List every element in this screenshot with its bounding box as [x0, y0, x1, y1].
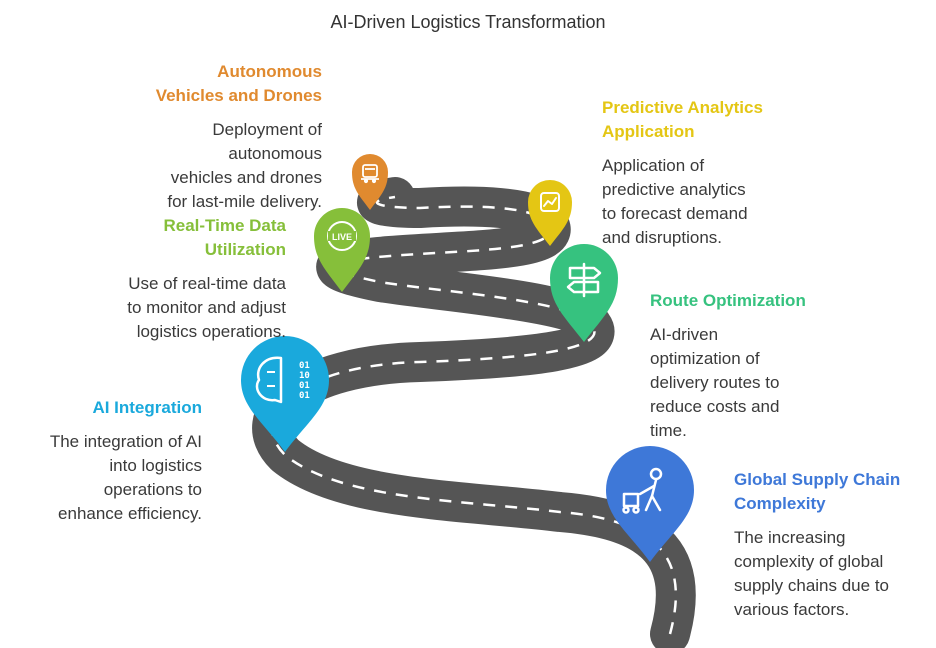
stage-predictive-analytics: Predictive Analytics Application Applica…: [602, 96, 832, 250]
heading-line: Route Optimization: [650, 291, 806, 310]
stage-autonomous-vehicles: Autonomous Vehicles and Drones Deploymen…: [62, 60, 322, 214]
description-line: AI-driven: [650, 325, 719, 344]
heading-line: Vehicles and Drones: [155, 86, 322, 105]
description-line: time.: [650, 421, 687, 440]
description-line: to forecast demand: [602, 204, 748, 223]
description-line: logistics operations.: [136, 322, 286, 341]
description-line: various factors.: [734, 600, 850, 619]
stage-real-time-data: Real-Time Data Utilization Use of real-t…: [26, 214, 286, 344]
pin-autonomous-vehicles: [352, 154, 388, 210]
description-line: to monitor and adjust: [127, 298, 286, 317]
heading-line: Predictive Analytics: [602, 98, 763, 117]
pin-ai-integration: 01 10 01 01: [241, 336, 329, 452]
description-line: Application of: [602, 156, 705, 175]
heading-line: Real-Time Data: [163, 216, 286, 235]
description-line: enhance efficiency.: [58, 504, 202, 523]
stage-description: AI-driven optimization of delivery route…: [650, 323, 870, 443]
description-line: operations to: [103, 480, 202, 499]
description-line: autonomous: [228, 144, 322, 163]
stage-description: Use of real-time data to monitor and adj…: [26, 272, 286, 344]
stage-heading: Global Supply Chain Complexity: [734, 468, 930, 516]
pin-shape: [352, 154, 388, 210]
title: AI-Driven Logistics Transformation: [330, 12, 606, 32]
stage-heading: AI Integration: [2, 396, 202, 420]
person-with-cart-icon: [622, 467, 663, 514]
pin-predictive-analytics: [528, 180, 572, 246]
stage-heading: Real-Time Data Utilization: [26, 214, 286, 262]
pin-shape: [606, 446, 694, 562]
stage-ai-integration: AI Integration The integration of AI int…: [2, 396, 202, 526]
pin-route-optimization: [550, 244, 618, 342]
signpost-icon: [566, 262, 602, 298]
description-line: optimization of: [650, 349, 760, 368]
autonomous-vehicle-icon: [361, 164, 379, 184]
stage-description: The increasing complexity of global supp…: [734, 526, 930, 622]
description-line: for last-mile delivery.: [167, 192, 322, 211]
pin-real-time-data: LIVE: [314, 208, 370, 292]
description-line: The increasing: [734, 528, 846, 547]
stage-description: Application of predictive analytics to f…: [602, 154, 832, 250]
description-line: delivery routes to: [650, 373, 780, 392]
live-globe-icon: LIVE: [327, 221, 357, 251]
pin-shape: [528, 180, 572, 246]
brain-binary-icon: 01 10 01 01: [255, 356, 310, 404]
stage-description: Deployment of autonomous vehicles and dr…: [62, 118, 322, 214]
heading-line: Global Supply Chain: [734, 470, 901, 489]
heading-line: Autonomous: [217, 62, 322, 81]
description-line: into logistics: [109, 456, 202, 475]
description-line: and disruptions.: [602, 228, 723, 247]
description-line: vehicles and drones: [170, 168, 322, 187]
stage-route-optimization: Route Optimization AI-driven optimizatio…: [650, 289, 870, 443]
heading-line: Utilization: [204, 240, 286, 259]
description-line: predictive analytics: [602, 180, 746, 199]
stage-heading: Route Optimization: [650, 289, 870, 313]
description-line: supply chains due to: [734, 576, 889, 595]
stage-global-supply-chain: Global Supply Chain Complexity The incre…: [734, 468, 930, 622]
icon-binary-3: 01: [299, 391, 310, 401]
description-line: The integration of AI: [49, 432, 202, 451]
stage-heading: Predictive Analytics Application: [602, 96, 832, 144]
stage-description: The integration of AI into logistics ope…: [2, 430, 202, 526]
description-line: Deployment of: [212, 120, 322, 139]
stage-heading: Autonomous Vehicles and Drones: [62, 60, 322, 108]
line-chart-icon: [540, 192, 560, 212]
description-line: complexity of global: [734, 552, 884, 571]
pin-global-supply-chain: [606, 446, 694, 562]
heading-line: AI Integration: [92, 398, 202, 417]
icon-binary-1: 10: [299, 371, 310, 381]
icon-binary-0: 01: [299, 361, 310, 371]
live-label: LIVE: [332, 232, 352, 242]
heading-line: Complexity: [734, 494, 826, 513]
description-line: Use of real-time data: [128, 274, 286, 293]
description-line: reduce costs and: [650, 397, 780, 416]
heading-line: Application: [602, 122, 695, 141]
icon-binary-2: 01: [299, 381, 310, 391]
